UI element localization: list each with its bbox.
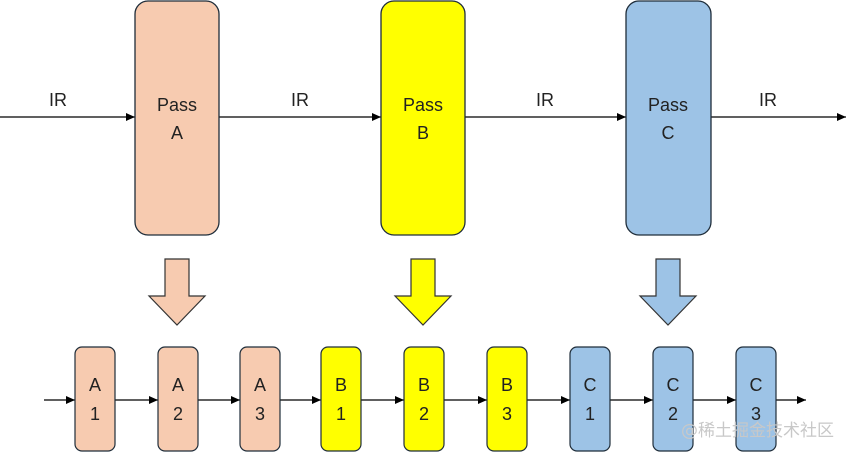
pass-b-label-line1: Pass [403, 95, 443, 115]
sub-pass-number: 3 [255, 404, 265, 424]
sub-pass-a1: A 1 [74, 346, 116, 452]
sub-pass-letter: B [501, 375, 513, 395]
sub-pass-c2: C 2 [652, 346, 694, 452]
sub-pass-letter: B [335, 375, 347, 395]
pass-b-box: Pass B [380, 0, 466, 236]
expand-arrow-c [638, 258, 698, 326]
sub-pass-c3: C 3 [735, 346, 777, 452]
sub-pass-letter: C [750, 375, 763, 395]
pass-c-box: Pass C [625, 0, 712, 236]
pass-c-label-line2: C [662, 123, 675, 143]
sub-pass-c1: C 1 [569, 346, 611, 452]
ir-label-3: IR [536, 90, 554, 110]
ir-label-4: IR [759, 90, 777, 110]
sub-pass-a2: A 2 [157, 346, 199, 452]
sub-pass-letter: B [418, 375, 430, 395]
sub-pass-a3: A 3 [239, 346, 281, 452]
sub-pass-letter: A [254, 375, 266, 395]
sub-pass-number: 3 [751, 404, 761, 424]
sub-pass-b1: B 1 [320, 346, 362, 452]
sub-pass-letter: C [584, 375, 597, 395]
watermark: @稀土掘金技术社区 [681, 421, 834, 441]
ir-label-2: IR [291, 90, 309, 110]
sub-pass-number: 3 [502, 404, 512, 424]
sub-pass-number: 2 [419, 404, 429, 424]
sub-pass-letter: A [89, 375, 101, 395]
sub-pass-number: 1 [90, 404, 100, 424]
sub-pass-number: 2 [173, 404, 183, 424]
pass-b-label-line2: B [417, 123, 429, 143]
pass-a-label-line1: Pass [157, 95, 197, 115]
pass-a-label-line2: A [171, 123, 183, 143]
expand-arrow-a [147, 258, 207, 326]
sub-pass-letter: C [667, 375, 680, 395]
pass-a-box: Pass A [134, 0, 220, 236]
pass-c-label-line1: Pass [648, 95, 688, 115]
sub-pass-number: 1 [336, 404, 346, 424]
sub-pass-letter: A [172, 375, 184, 395]
expand-arrow-b [393, 258, 453, 326]
sub-pass-b3: B 3 [486, 346, 528, 452]
ir-label-1: IR [49, 90, 67, 110]
sub-pass-b2: B 2 [403, 346, 445, 452]
sub-pass-number: 2 [668, 404, 678, 424]
sub-pass-number: 1 [585, 404, 595, 424]
